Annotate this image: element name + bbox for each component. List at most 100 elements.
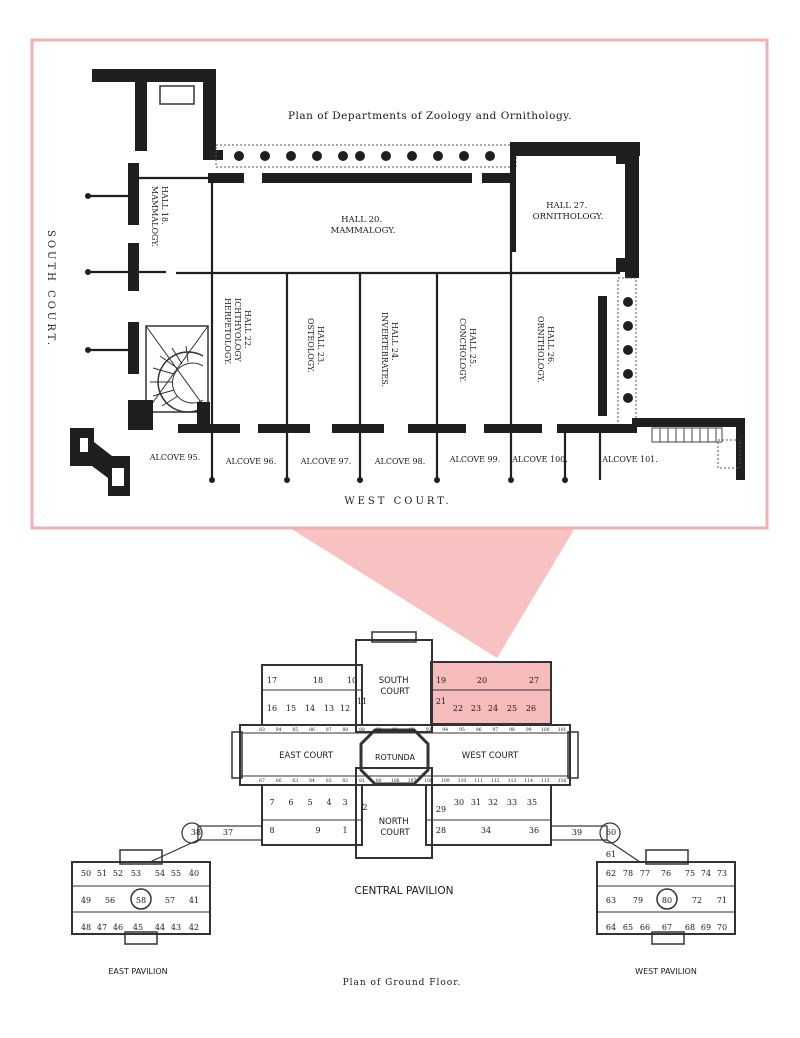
alcove-number: 108 — [424, 778, 433, 784]
room-number: 55 — [171, 869, 181, 878]
alcove-100: ALCOVE 100. — [511, 455, 568, 464]
alcove-number: 93 — [426, 727, 432, 733]
room-number: 23 — [471, 704, 481, 713]
room-number: 10 — [347, 676, 357, 685]
alcove-number: 90 — [376, 727, 382, 733]
alcove-number: 96 — [476, 727, 482, 733]
room-number: 64 — [606, 923, 616, 932]
right-columns — [623, 297, 633, 403]
room-number: 39 — [572, 828, 582, 837]
room-number: 37 — [223, 828, 233, 837]
room-number: 60 — [606, 828, 616, 837]
room-number: 49 — [81, 896, 91, 905]
alcove-number: 99 — [526, 727, 532, 733]
alcove-number: 98 — [509, 727, 515, 733]
alcove-101: ALCOVE 101. — [601, 455, 658, 464]
room-number: 4 — [326, 798, 331, 807]
room-number: 50 — [81, 869, 91, 878]
room-number: 45 — [133, 923, 143, 932]
room-number: 53 — [131, 869, 141, 878]
room-number: 25 — [507, 704, 517, 713]
alcove-number: 81 — [359, 778, 365, 784]
hall-25-label: HALL 25. CONCHOLOGY. — [458, 318, 477, 382]
alcove-number: 66 — [276, 778, 282, 784]
alcove-number: 94 — [442, 727, 448, 733]
hall-27-label: HALL 27. ORNITHOLOGY. — [533, 201, 604, 222]
ground-floor-plan — [71, 631, 736, 945]
room-number: 71 — [717, 896, 727, 905]
room-number: 13 — [324, 704, 334, 713]
sw-bastion — [70, 428, 130, 496]
alcove-number: 106 — [391, 778, 400, 784]
alcove-number: 111 — [474, 778, 483, 784]
room-number: 17 — [267, 676, 277, 685]
room-number: 7 — [269, 798, 274, 807]
room-number: 69 — [701, 923, 711, 932]
south-court-small: SOUTH COURT — [379, 676, 412, 697]
room-number: 63 — [606, 896, 616, 905]
nw-bastion — [92, 69, 223, 160]
room-number: 73 — [717, 869, 727, 878]
room-number: 12 — [340, 704, 350, 713]
west-court-small: WEST COURT — [462, 751, 519, 761]
room-number: 3 — [342, 798, 347, 807]
room-number: 52 — [113, 869, 123, 878]
detail-title: Plan of Departments of Zoology and Ornit… — [288, 110, 572, 122]
room-number: 44 — [155, 923, 165, 932]
alcove-number: 112 — [491, 778, 500, 784]
room-number: 43 — [171, 923, 181, 932]
hall-23-label: HALL 23. OSTEOLOGY. — [306, 318, 325, 373]
room-number: 51 — [97, 869, 107, 878]
ground-floor-caption: Plan of Ground Floor. — [343, 978, 462, 988]
room-number: 8 — [269, 826, 274, 835]
room-number: 15 — [286, 704, 296, 713]
room-number: 48 — [81, 923, 91, 932]
alcove-number: 82 — [342, 778, 348, 784]
room-number: 32 — [488, 798, 498, 807]
room-number: 24 — [488, 704, 498, 713]
alcove-number: 114 — [524, 778, 533, 784]
room-number: 54 — [155, 869, 165, 878]
alcove-number: 67 — [259, 778, 265, 784]
room-number: 79 — [633, 896, 643, 905]
room-number: 1 — [342, 826, 347, 835]
alcove-labels: ALCOVE 95. ALCOVE 96. ALCOVE 97. ALCOVE … — [149, 453, 658, 466]
room-number: 42 — [189, 923, 199, 932]
room-number: 22 — [453, 704, 463, 713]
room-number: 62 — [606, 869, 616, 878]
east-court-small: EAST COURT — [279, 751, 334, 761]
room-number: 70 — [717, 923, 727, 932]
room-number: 72 — [692, 896, 702, 905]
west-pavilion-label: WEST PAVILION — [635, 967, 697, 976]
alcove-number: 115 — [541, 778, 550, 784]
alcove-number: 85 — [292, 727, 298, 733]
alcove-number: 87 — [326, 727, 332, 733]
room-number: 2 — [362, 803, 367, 812]
room-number: 74 — [701, 869, 711, 878]
room-number: 40 — [189, 869, 199, 878]
alcove-number: 109 — [441, 778, 450, 784]
alcove-97: ALCOVE 97. — [300, 457, 352, 466]
room-number: 76 — [661, 869, 671, 878]
room-number: 78 — [623, 869, 633, 878]
room-number: 16 — [267, 704, 277, 713]
alcove-number: 110 — [458, 778, 467, 784]
room-number: 31 — [471, 798, 481, 807]
east-stair — [651, 427, 723, 443]
room-number: 57 — [165, 896, 175, 905]
alcove-96: ALCOVE 96. — [225, 457, 277, 466]
room-number: 65 — [623, 923, 633, 932]
hall-20-label: HALL 20. MAMMALOGY. — [331, 215, 396, 236]
alcove-number: 88 — [342, 727, 348, 733]
room-number: 9 — [315, 826, 320, 835]
room-number: 35 — [527, 798, 537, 807]
room-number: 67 — [662, 923, 672, 932]
north-court-small: NORTH COURT — [379, 817, 412, 838]
alcove-number: 91 — [392, 727, 398, 733]
alcove-number: 83 — [326, 778, 332, 784]
room-number: 46 — [113, 923, 123, 932]
room-number: 34 — [481, 826, 491, 835]
room-number: 38 — [191, 828, 201, 837]
room-number: 47 — [97, 923, 107, 932]
alcove-number: 97 — [492, 727, 498, 733]
